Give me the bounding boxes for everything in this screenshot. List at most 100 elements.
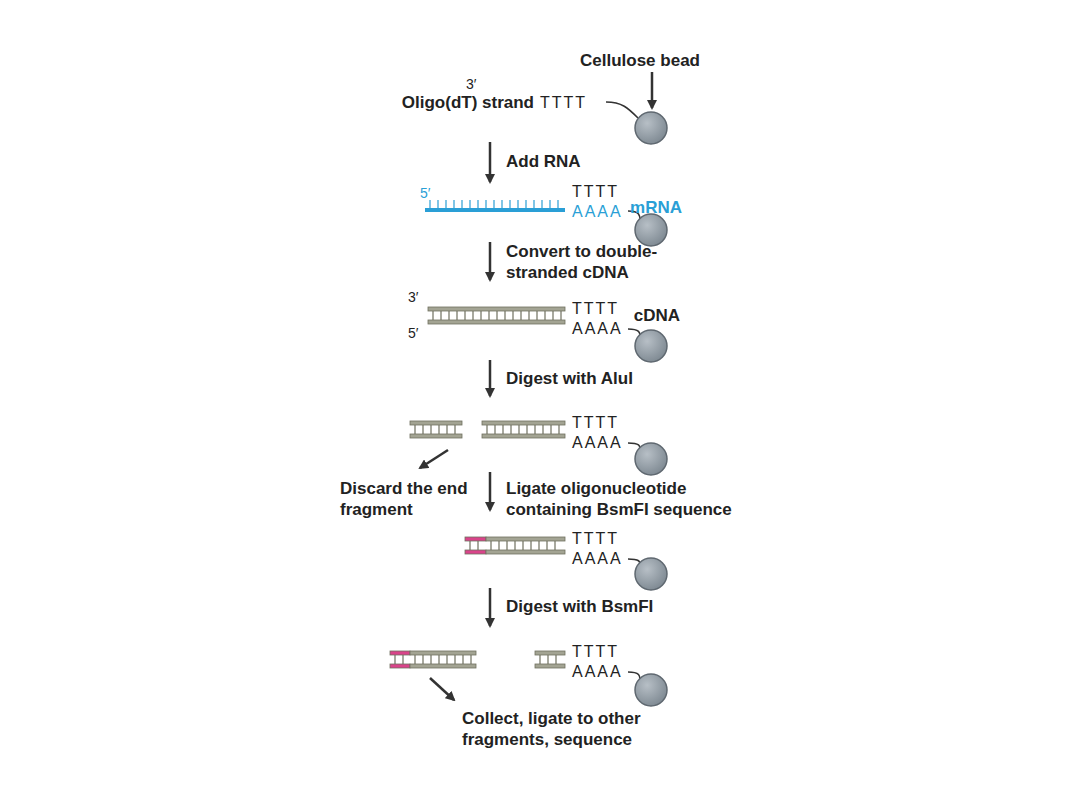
molecule-label: cDNA (634, 305, 680, 326)
base-pair (414, 425, 415, 434)
molecule-label: mRNA (630, 197, 682, 218)
base-pair (440, 311, 441, 320)
step-label: Add RNA (506, 151, 581, 172)
base-pair (544, 311, 545, 320)
step-label: Convert to double-stranded cDNA (506, 241, 711, 283)
strand-bar (410, 651, 476, 655)
base-pair (547, 655, 548, 664)
base (493, 200, 494, 208)
strand-end-label: 5′ (408, 323, 418, 344)
strand-bar (486, 550, 565, 554)
base-pair (498, 541, 499, 550)
strand-bar (428, 320, 565, 324)
step-label: Discard the end fragment (340, 478, 472, 520)
sequence-label: TTTT (572, 641, 619, 662)
base-pair (456, 311, 457, 320)
base (501, 200, 502, 208)
cellulose-bead (635, 674, 667, 706)
base-pair (510, 425, 511, 434)
base (477, 200, 478, 208)
step-arrow (489, 242, 492, 280)
base (541, 200, 542, 208)
base (429, 200, 430, 208)
strand-bar (410, 664, 476, 668)
tether-line (606, 102, 638, 118)
sequence-label: AAAA (572, 661, 623, 682)
cellulose-bead (635, 214, 667, 246)
base-pair (430, 655, 431, 664)
strand-bar (425, 208, 565, 212)
base (461, 200, 462, 208)
strand-bar (535, 664, 565, 668)
dna-duplex (465, 537, 486, 554)
base-pair (470, 655, 471, 664)
strand-end-label: 5′ (420, 183, 430, 204)
sequence-label: AAAA (572, 432, 623, 453)
sequence-label: TTTT (572, 181, 619, 202)
sequence-label: AAAA (572, 548, 623, 569)
strand-bar (535, 651, 565, 655)
sequence-label: TTTT (572, 298, 619, 319)
base-pair (528, 311, 529, 320)
base (557, 200, 558, 208)
base-pair (534, 425, 535, 434)
base-pair (530, 541, 531, 550)
pointer-arrow (651, 72, 654, 108)
base-pair (494, 425, 495, 434)
base-pair (446, 425, 447, 434)
base-pair (448, 311, 449, 320)
base (533, 200, 534, 208)
base-pair (550, 425, 551, 434)
strand-bar (428, 307, 565, 311)
base (509, 200, 510, 208)
discard-arrow (420, 450, 448, 468)
base-pair (438, 655, 439, 664)
base-pair (430, 425, 431, 434)
base-pair (546, 541, 547, 550)
strand-bar (486, 537, 565, 541)
strand-bar (410, 434, 462, 438)
step-label: Digest with AluI (506, 368, 633, 389)
cellulose-bead (635, 330, 667, 362)
strand-bar (390, 664, 410, 668)
base-pair (526, 425, 527, 434)
base-pair (438, 425, 439, 434)
base-pair (462, 655, 463, 664)
base-pair (446, 655, 447, 664)
step-arrow (489, 588, 492, 626)
strand-bar (390, 651, 410, 655)
cellulose-bead (635, 558, 667, 590)
strand-bar (465, 550, 486, 554)
step-arrow (489, 360, 492, 396)
base-pair (522, 541, 523, 550)
strand-end-label: 3′ (408, 287, 418, 308)
step-label: Collect, ligate to other fragments, sequ… (462, 708, 704, 750)
base (445, 200, 446, 208)
dna-duplex (428, 307, 565, 324)
base-pair (480, 311, 481, 320)
step-label: Ligate oligonucleotide containing BsmFI … (506, 478, 758, 520)
dna-duplex (535, 651, 565, 668)
base-pair (518, 425, 519, 434)
base-pair (542, 425, 543, 434)
step-arrow (489, 142, 492, 182)
base-pair (502, 425, 503, 434)
step-arrow (489, 472, 492, 510)
part-label: Cellulose bead (580, 50, 700, 71)
sequence-label: AAAA (572, 201, 623, 222)
sequence-label: AAAA (572, 318, 623, 339)
dna-duplex (410, 421, 462, 438)
base-pair (560, 311, 561, 320)
dna-duplex (486, 537, 565, 554)
base-pair (496, 311, 497, 320)
tether-line (628, 329, 640, 336)
base-pair (536, 311, 537, 320)
base-pair (394, 655, 395, 664)
base-pair (506, 541, 507, 550)
dna-duplex (482, 421, 565, 438)
cellulose-bead (635, 443, 667, 475)
base-pair (554, 541, 555, 550)
base-pair (539, 655, 540, 664)
base (549, 200, 550, 208)
